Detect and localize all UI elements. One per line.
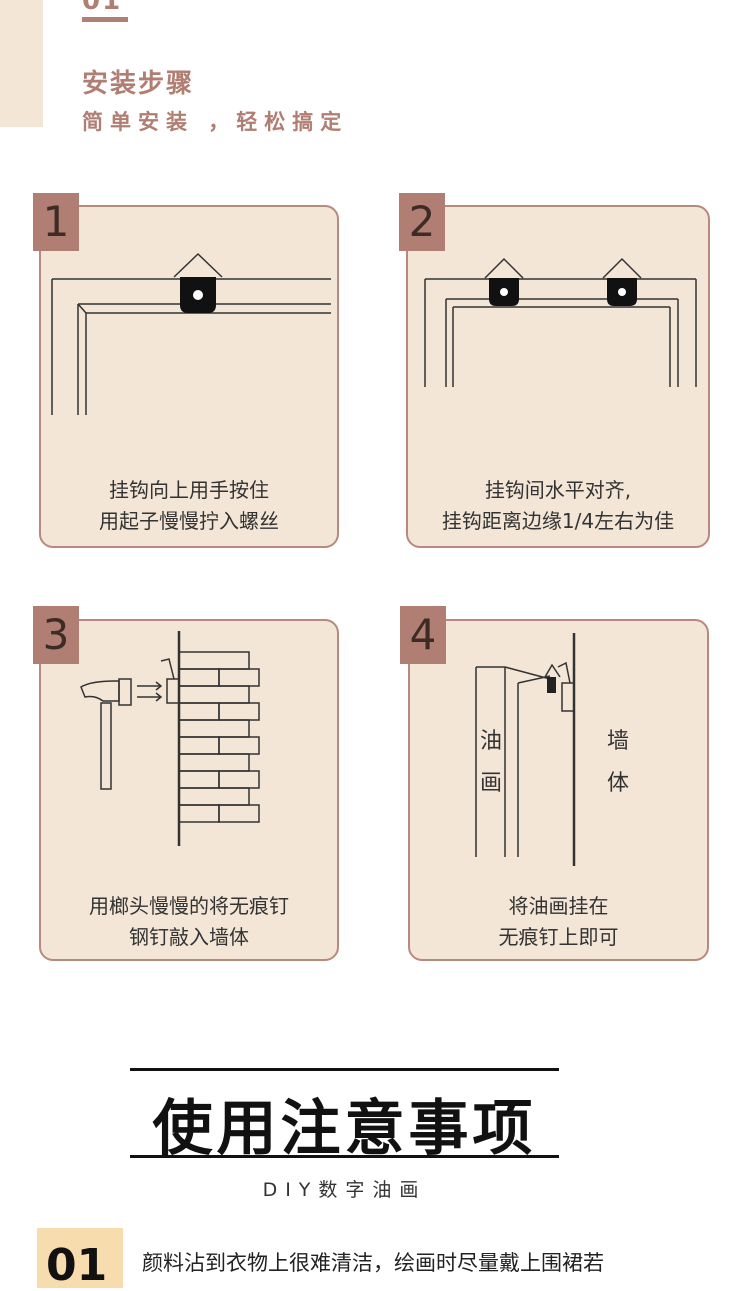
section-title: 安装步骤 <box>82 69 195 99</box>
step-caption-line: 用起子慢慢拧入螺丝 <box>99 509 279 533</box>
section-number: 01 <box>82 0 123 16</box>
note-text: 颜料沾到衣物上很难清洁，绘画时尽量戴上围裙若 <box>142 1251 604 1275</box>
step-card-4: 4 油 画 墙 体 将油画挂在 无痕钉上即可 <box>400 606 709 961</box>
step-caption-line: 挂钩距离边缘1/4左右为佳 <box>441 509 675 533</box>
step-badge: 4 <box>400 606 446 664</box>
hooks-aligned-illustration <box>424 257 697 387</box>
step-badge: 1 <box>33 193 79 251</box>
step-caption: 挂钩向上用手按住 用起子慢慢拧入螺丝 <box>41 475 337 537</box>
notice-bottom-rule <box>130 1155 559 1158</box>
step-caption: 挂钩间水平对齐, 挂钩距离边缘1/4左右为佳 <box>408 475 708 537</box>
wall-label-char: 墙 <box>606 729 629 754</box>
step-caption: 用榔头慢慢的将无痕钉 钢钉敲入墙体 <box>41 891 337 953</box>
step-caption-line: 将油画挂在 <box>508 894 609 918</box>
step-caption-line: 挂钩向上用手按住 <box>109 478 269 502</box>
section-subtitle: 简单安装 ，轻松搞定 <box>82 110 349 134</box>
step-caption-line: 钢钉敲入墙体 <box>129 925 249 949</box>
wall-label-char: 体 <box>606 771 629 796</box>
step-card-2: 2 挂钩间水平对齐, 挂钩距离边缘1/4左右为佳 <box>399 193 710 548</box>
painting-on-wall-illustration <box>475 633 576 866</box>
notice-subtitle: DIY数字油画 <box>262 1179 427 1201</box>
painting-label-char: 画 <box>479 771 502 796</box>
step-card-1: 1 挂钩向上用手按住 用起子慢慢拧入螺丝 <box>33 193 339 548</box>
notice-top-rule <box>130 1068 559 1071</box>
section-number-underline <box>82 17 128 22</box>
painting-label: 油 画 <box>476 721 506 805</box>
wall-label: 墙 体 <box>603 721 633 805</box>
step-badge: 3 <box>33 606 79 664</box>
step-badge: 2 <box>399 193 445 251</box>
painting-label-char: 油 <box>479 729 502 754</box>
step-card-3: 3 用榔头慢慢的将无痕钉 钢钉敲入墙体 <box>33 606 339 961</box>
hook-screw-illustration <box>51 252 331 415</box>
step-caption-line: 无痕钉上即可 <box>498 925 619 949</box>
note-number: 01 <box>46 1240 108 1291</box>
step-caption: 将油画挂在 无痕钉上即可 <box>410 891 707 953</box>
hammer-nail-illustration <box>80 631 260 846</box>
section-side-tab <box>0 0 43 127</box>
step-caption-line: 用榔头慢慢的将无痕钉 <box>89 894 289 918</box>
step-caption-line: 挂钩间水平对齐, <box>484 478 632 502</box>
notice-title: 使用注意事项 <box>152 1094 537 1164</box>
